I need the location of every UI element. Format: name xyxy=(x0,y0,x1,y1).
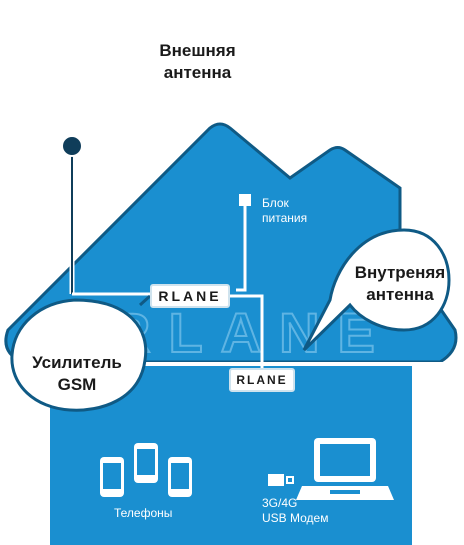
outer-antenna-ball xyxy=(61,135,83,157)
amplifier-brand-badge: RLANE xyxy=(150,284,230,308)
usb-modem-icon xyxy=(268,474,294,486)
power-block-label: Блок питания xyxy=(262,196,308,225)
inner-antenna-label: Внутреняя антенна xyxy=(354,263,446,304)
inner-antenna-bubble xyxy=(302,228,451,352)
brand-text: RLANE xyxy=(236,373,288,387)
outer-antenna-label: Внешняя антенна xyxy=(159,41,236,82)
laptop-icon xyxy=(296,438,394,500)
power-block-icon xyxy=(239,194,251,206)
phones-label: Телефоны xyxy=(114,506,173,520)
cable-power xyxy=(236,202,247,292)
amplifier-label: Усилитель GSM xyxy=(32,353,122,394)
inner-antenna-brand-badge: RLANE xyxy=(229,368,295,392)
house-body xyxy=(50,366,412,545)
modem-label: 3G/4G USB Модем xyxy=(262,496,329,525)
brand-text: RLANE xyxy=(158,288,222,304)
amplifier-bubble xyxy=(10,298,148,412)
cable-inner xyxy=(228,294,264,372)
watermark-logo: RLANE xyxy=(110,301,393,364)
